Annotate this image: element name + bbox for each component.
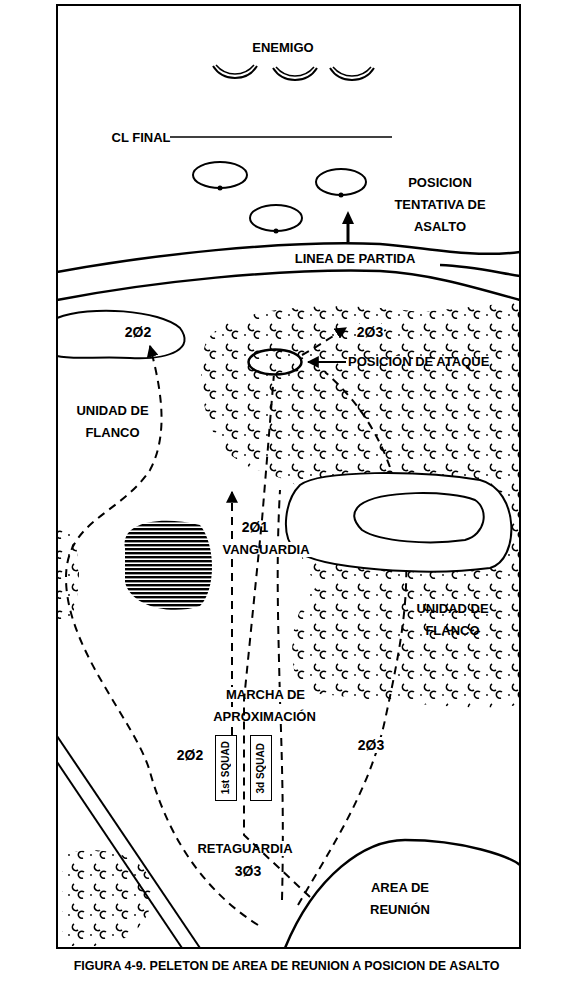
map-label: VANGUARDIA: [221, 542, 310, 557]
flank-route: [66, 346, 258, 925]
figure-caption: FIGURA 4-9. PELETON DE AREA DE REUNION A…: [0, 958, 573, 974]
woods: [201, 302, 520, 707]
squad-label: 1st SQUAD: [220, 741, 232, 794]
oval-dot: [274, 229, 279, 234]
map-label: MARCHA DE APROXIMACIÓN: [213, 687, 317, 724]
map-label: CL FINAL: [112, 130, 171, 145]
hill-outline-path: [285, 840, 520, 948]
map-label: UNIDAD DE FLANCO: [76, 403, 148, 440]
enemy-positions: [213, 65, 374, 80]
node-label: AREA DE REUNIÓN: [345, 877, 455, 921]
map-label-wrap: UNIDAD DE FLANCO: [405, 598, 500, 642]
assembly-area: AREA DE REUNIÓN: [285, 835, 520, 948]
map-frame: [57, 5, 520, 948]
attack-position: POSICIÓN DE ATAQUE: [247, 348, 303, 376]
squad-box: 3d SQUAD: [250, 735, 272, 801]
road-edge: [57, 762, 182, 948]
enemy-position: [330, 68, 374, 80]
map-label-wrap: VANGUARDIA: [206, 539, 326, 561]
map-label-wrap: POSICION TENTATIVA DE ASALTO: [385, 172, 495, 238]
map-label-wrap: 2Ø3: [350, 321, 390, 343]
road-edge: [57, 271, 520, 300]
oval-dot: [339, 193, 344, 198]
oval-outline-path: [249, 350, 302, 375]
woods: [57, 520, 79, 628]
squad-box: 1st SQUAD: [215, 735, 237, 801]
map-label-wrap: 2Ø2: [118, 321, 158, 343]
enemy-position: [213, 66, 257, 78]
enemy-position: [216, 65, 254, 74]
map-label-wrap: MARCHA DE APROXIMACIÓN: [205, 684, 325, 728]
oval-outline: [247, 348, 303, 376]
leader-arrow: [308, 361, 346, 363]
map-label: RETAGUARDIA: [196, 841, 293, 856]
flank-route: [302, 328, 346, 355]
enemy-position: [333, 67, 371, 76]
unit-number: 2Ø1: [241, 519, 269, 535]
squad-label: 3d SQUAD: [255, 743, 267, 794]
assault-positions: [193, 162, 366, 231]
oval-dot: [218, 186, 223, 191]
hill-contour: [354, 493, 483, 542]
unit-number: 2Ø3: [357, 737, 385, 753]
enemy-position: [276, 67, 314, 76]
map-label-wrap: 2Ø2: [170, 744, 210, 766]
road: [57, 243, 520, 300]
map-label: ENEMIGO: [252, 40, 313, 55]
assault-oval: [193, 162, 247, 188]
map-label-wrap: UNIDAD DE FLANCO: [65, 400, 160, 444]
flank-route: [298, 372, 406, 905]
map-label: LINEA DE PARTIDA: [295, 251, 416, 266]
enemy-position: [273, 68, 317, 80]
unit-number: 2Ø2: [176, 747, 204, 763]
hill-contour: [286, 473, 511, 571]
woods: [62, 850, 152, 946]
advance-arrow: [347, 222, 350, 242]
final-control-line: [170, 136, 392, 138]
assault-oval: [250, 205, 302, 231]
map-label-wrap: 2Ø3: [351, 734, 391, 756]
routes: [66, 328, 406, 925]
unit-number: 2Ø2: [124, 324, 152, 340]
assault-oval: [316, 169, 366, 195]
map-label-wrap: LINEA DE PARTIDA: [275, 248, 435, 270]
unit-number: 3Ø3: [234, 863, 262, 879]
route-connector: [244, 376, 310, 897]
map-label-wrap: CL FINAL: [101, 127, 181, 149]
map-label-wrap: 3Ø3: [228, 860, 268, 882]
map-label: UNIDAD DE FLANCO: [416, 601, 488, 638]
map-label-wrap: RETAGUARDIA: [175, 838, 315, 860]
road-edge: [57, 243, 520, 272]
map-label-wrap: ENEMIGO: [233, 37, 333, 59]
map-label: POSICION TENTATIVA DE ASALTO: [394, 175, 485, 234]
unit-number: 2Ø3: [356, 324, 384, 340]
map-label-wrap: 2Ø1: [235, 516, 275, 538]
node-label: POSICIÓN DE ATAQUE: [348, 351, 489, 373]
marsh: [125, 521, 212, 610]
advance-arrow-head: [342, 211, 354, 224]
hill-contour: [57, 311, 185, 359]
road-edge: [440, 265, 520, 276]
